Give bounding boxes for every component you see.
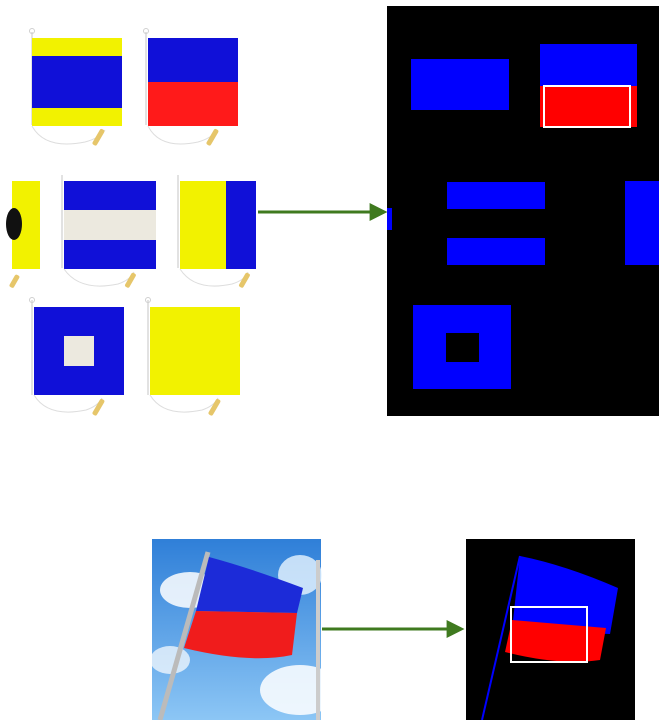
echo-red-block [540,86,637,127]
side-blue-block [625,181,659,265]
echo-flag [143,28,238,146]
waving-echo-flag-photo [150,539,340,720]
papa-frame-hole [446,333,479,362]
source-flags-panel [6,28,256,416]
juliet-top-stripe [447,182,545,209]
highlight-box [543,85,631,128]
blue-block [411,59,509,110]
echo-blue-block [540,44,637,86]
quebec-flag [145,297,240,416]
papa-flag [29,297,124,416]
left-edge-speck [387,208,392,230]
delta-flag [29,28,122,146]
waving-red-region [505,620,606,662]
juliet-bottom-stripe [447,238,545,265]
pole-trace [481,555,521,720]
top-mask-panel [387,6,659,416]
kilo-flag-partial [6,181,40,288]
bottom-highlight-box [510,606,588,663]
bottom-mask-panel [466,539,635,720]
waving-blue-region [512,556,618,634]
juliet-flag [61,175,156,288]
golf-flag [177,175,256,288]
